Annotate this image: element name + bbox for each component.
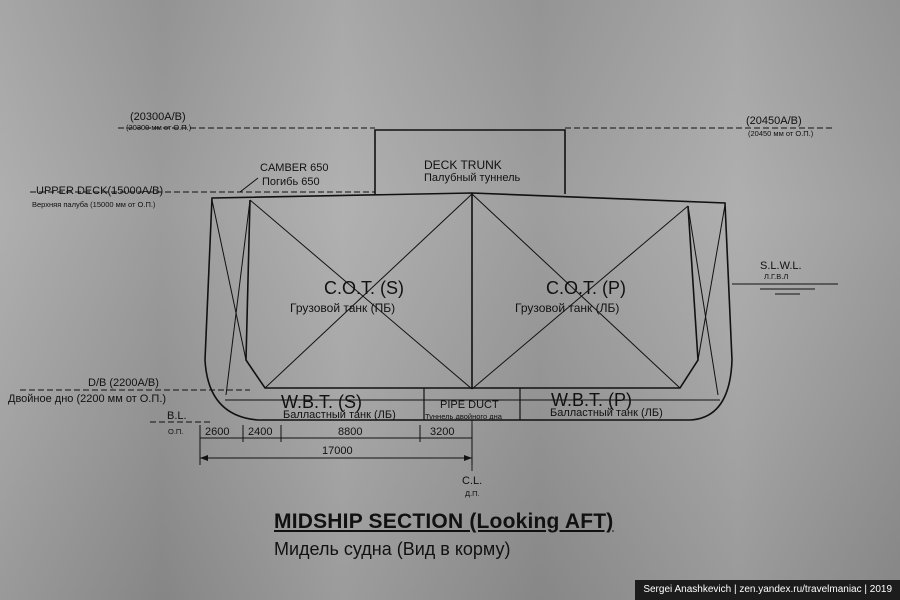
camber-sub-label: Погибь 650 (262, 176, 320, 188)
wbt-starboard-label: W.B.T. (S) (281, 392, 362, 412)
dimension-3200: 3200 (430, 426, 455, 438)
cot-port-label: C.O.T. (P) (546, 278, 626, 298)
level-right-top-sub: (20450 мм от О.П.) (748, 129, 814, 138)
hull-outline (204, 192, 733, 421)
upper-deck-sub-label: Верхняя палуба (15000 мм от О.П.) (32, 200, 156, 209)
drawing-title: MIDSHIP SECTION (Looking AFT) (274, 510, 614, 533)
photo-credit: Sergei Anashkevich | zen.yandex.ru/trave… (635, 580, 900, 600)
deck-trunk-label: DECK TRUNK (424, 158, 502, 172)
cot-starboard-label: C.O.T. (S) (324, 278, 404, 298)
level-right-top: (20450A/B) (746, 115, 802, 127)
centerline-label: C.L. (462, 475, 483, 487)
dimension-8800: 8800 (338, 426, 363, 438)
slwl-sub-label: Л.Г.В.Л (764, 272, 789, 281)
upper-deck-label: UPPER DECK(15000A/B) (36, 185, 164, 197)
deck-trunk-sub-label: Палубный туннель (424, 172, 521, 184)
pipe-duct-label: PIPE DUCT (440, 399, 499, 411)
baseline-label: B.L. (167, 410, 187, 422)
cot-starboard-sub-label: Грузовой танк (ПБ) (290, 301, 396, 315)
dimension-2600: 2600 (205, 426, 230, 438)
level-left-top: (20300A/B) (130, 111, 186, 123)
pipe-duct-sub-label: Туннель двойного дна (425, 412, 502, 421)
dimension-total-17000: 17000 (322, 445, 353, 457)
wbt-starboard-sub-label: Балластный танк (ЛБ) (283, 409, 396, 421)
slwl-label: S.L.W.L. (760, 260, 802, 272)
wbt-port-label: W.B.T. (P) (551, 390, 632, 410)
dimension-2400: 2400 (248, 426, 273, 438)
centerline-sub-label: Д.П. (465, 489, 480, 498)
deck-trunk-outline (374, 129, 566, 194)
camber-label: CAMBER 650 (260, 162, 329, 174)
double-bottom-sub-label: Двойное дно (2200 мм от О.П.) (8, 393, 167, 405)
cot-port-sub-label: Грузовой танк (ЛБ) (515, 301, 620, 315)
level-left-top-sub: (20300 мм от О.П.) (126, 123, 192, 132)
baseline-sub-label: О.П. (168, 427, 184, 436)
double-bottom-label: D/B (2200A/B) (88, 377, 159, 389)
drawing-subtitle: Мидель судна (Вид в корму) (274, 539, 511, 559)
wbt-port-sub-label: Балластный танк (ЛБ) (550, 407, 663, 419)
